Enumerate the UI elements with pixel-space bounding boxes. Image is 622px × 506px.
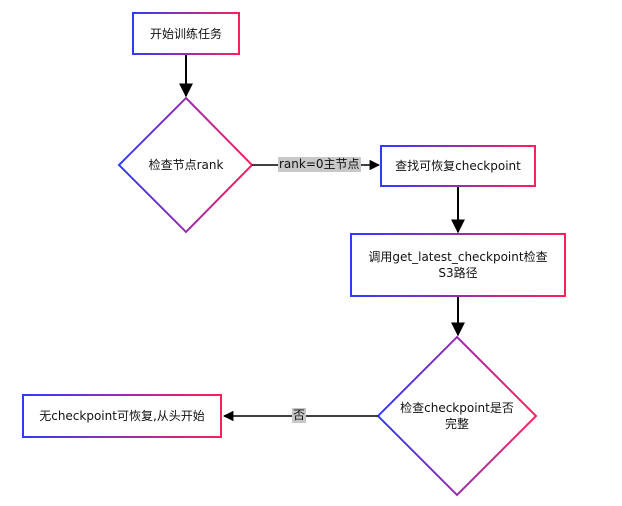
- check-complete-decision: [376, 335, 538, 497]
- start-node-label: 开始训练任务: [149, 26, 222, 41]
- edge-label-rank0: rank=0主节点: [278, 157, 361, 172]
- find-checkpoint-label: 查找可恢复checkpoint: [395, 159, 521, 173]
- call-get-latest-node: [350, 233, 566, 297]
- check-rank-decision: [117, 96, 254, 234]
- check-rank-label: 检查节点rank: [148, 158, 224, 172]
- restart-node: [22, 394, 222, 438]
- restart-label: 无checkpoint可恢复,从头开始: [39, 409, 205, 423]
- edge-label-no: 否: [292, 408, 307, 423]
- start-node: [132, 12, 240, 55]
- check-complete-label: 检查checkpoint是否完整: [400, 401, 514, 431]
- call-get-latest-label: 调用get_latest_checkpoint检查S3路径: [368, 250, 548, 280]
- find-checkpoint-node: [380, 145, 536, 187]
